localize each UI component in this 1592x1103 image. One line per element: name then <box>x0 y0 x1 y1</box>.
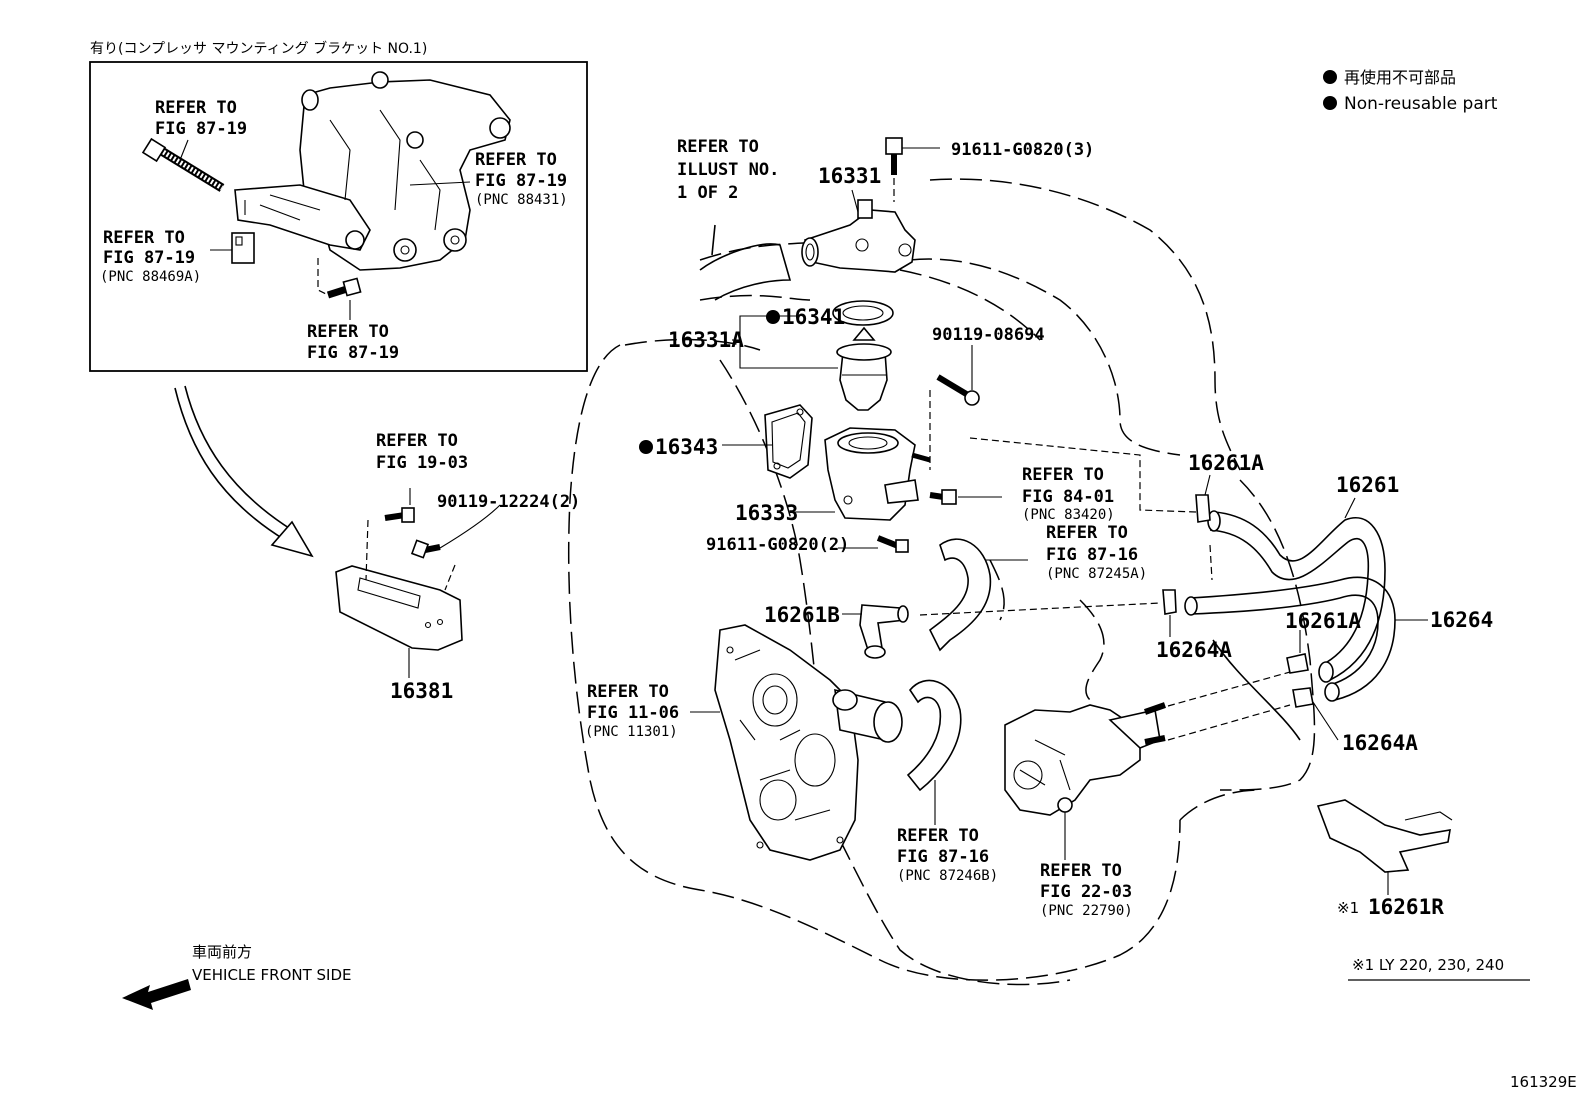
inset-refer-spacer-1: REFER TO <box>103 228 185 248</box>
refer-illust-2: ILLUST NO. <box>677 160 779 180</box>
refer-22-03-2: FIG 22-03 <box>1040 882 1132 902</box>
label-16264A-left: 16264A <box>1156 638 1232 662</box>
label-16261A-mid: 16261A <box>1285 609 1361 633</box>
refer-87-16b-1: REFER TO <box>897 826 979 846</box>
label-16341: 16341 <box>782 305 845 329</box>
vehicle-front-arrow <box>122 979 191 1010</box>
inset-pointer-arrow <box>174 385 314 558</box>
inset-refer-bracket-3: (PNC 88431) <box>475 192 568 208</box>
clamp-16261A-mid <box>1286 630 1309 674</box>
nonreusable-dot-16343 <box>639 440 653 454</box>
inset-refer-lower-2: FIG 87-19 <box>307 343 399 363</box>
inset-refer-lower-1: REFER TO <box>307 322 389 342</box>
label-90119-12224: 90119-12224(2) <box>437 492 580 512</box>
refer-illust-3: 1 OF 2 <box>677 183 738 203</box>
inset-refer-bolt-2: FIG 87-19 <box>155 119 247 139</box>
refer-84-01-3: (PNC 83420) <box>1022 507 1115 523</box>
refer-87-16b-3: (PNC 87246B) <box>897 868 998 884</box>
throttle-body <box>1004 702 1166 860</box>
refer-illust-1: REFER TO <box>677 137 759 157</box>
inset-caption: 有り(コンプレッサ マウンティング ブラケット NO.1) <box>90 40 427 57</box>
label-91611-2: 91611-G0820(2) <box>706 535 849 555</box>
inset-compressor-bracket <box>234 71 511 271</box>
inlet-hose-upper <box>699 224 792 301</box>
legend-dot-jp <box>1323 70 1337 84</box>
refer-22-03-3: (PNC 22790) <box>1040 903 1133 919</box>
throttle-hose-phantom <box>1167 671 1291 741</box>
footnote: ※1 LY 220, 230, 240 <box>1352 956 1504 974</box>
refer-87-16a-3: (PNC 87245A) <box>1046 566 1147 582</box>
label-90119-08694: 90119-08694 <box>932 325 1045 345</box>
refer-84-01-1: REFER TO <box>1022 465 1104 485</box>
label-16331: 16331 <box>818 164 881 188</box>
footnote-mark: ※1 <box>1337 899 1359 917</box>
label-16331A: 16331A <box>668 328 744 352</box>
bracket-16381 <box>335 565 463 678</box>
label-16264: 16264 <box>1430 608 1493 632</box>
refer-22-03-1: REFER TO <box>1040 861 1122 881</box>
refer-11-06-1: REFER TO <box>587 682 669 702</box>
refer-19-03-1: REFER TO <box>376 431 458 451</box>
label-16261A-top: 16261A <box>1188 451 1264 475</box>
inset-box: 有り(コンプレッサ マウンティング ブラケット NO.1) <box>89 40 588 372</box>
bolt-91611-3 <box>885 137 940 202</box>
inset-spacer <box>210 232 255 264</box>
label-16381: 16381 <box>390 679 453 703</box>
bolt-83420 <box>929 489 1002 505</box>
bracket-bolts <box>365 488 501 591</box>
hose-16264-trail <box>1212 639 1301 741</box>
label-16343: 16343 <box>655 435 718 459</box>
label-16261: 16261 <box>1336 473 1399 497</box>
inset-long-bolt <box>141 137 225 192</box>
refer-19-03-2: FIG 19-03 <box>376 453 468 473</box>
clamp-16261A-top <box>1195 474 1211 523</box>
hose-route-phantom <box>919 437 1213 616</box>
engine-outline <box>567 178 1316 986</box>
gasket-16341 <box>832 300 894 326</box>
refer-11-06-3: (PNC 11301) <box>585 724 678 740</box>
inset-refer-bracket-2: FIG 87-19 <box>475 171 567 191</box>
inset-refer-bracket-1: REFER TO <box>475 150 557 170</box>
refer-11-06-2: FIG 11-06 <box>587 703 679 723</box>
inset-lower-bolt <box>317 258 362 299</box>
hose-87245A <box>928 538 1028 652</box>
thermostat-housing-16333 <box>824 427 931 521</box>
elbow-16261B <box>842 604 909 659</box>
label-16261B: 16261B <box>764 603 840 627</box>
clamp-16264A-left <box>1162 589 1177 637</box>
label-91611-3: 91611-G0820(3) <box>951 140 1094 160</box>
bolt-90119-08694 <box>929 345 980 470</box>
water-pump-pipe <box>832 688 903 743</box>
label-16264A-right: 16264A <box>1342 731 1418 755</box>
bolt-91611-2 <box>838 535 909 553</box>
hose-87246B <box>906 679 962 825</box>
thermostat <box>836 326 892 411</box>
label-16333: 16333 <box>735 501 798 525</box>
legend-en: Non-reusable part <box>1344 94 1498 114</box>
water-pump-cover <box>690 624 859 861</box>
nonreusable-dot-16341 <box>766 310 780 324</box>
direction-en: VEHICLE FRONT SIDE <box>192 966 352 984</box>
hose-16264 <box>1184 576 1428 702</box>
bracket-16261R <box>1316 799 1453 895</box>
direction-jp: 車両前方 <box>192 943 252 961</box>
legend-jp: 再使用不可部品 <box>1344 68 1456 87</box>
clamp-16264A-right <box>1292 687 1339 741</box>
inset-refer-bolt-1: REFER TO <box>155 98 237 118</box>
refer-87-16a-1: REFER TO <box>1046 523 1128 543</box>
water-inlet-16331 <box>801 199 916 273</box>
figure-id: 161329E <box>1510 1073 1577 1091</box>
gasket-16343 <box>764 404 813 479</box>
refer-87-16b-2: FIG 87-16 <box>897 847 989 867</box>
inset-refer-spacer-2: FIG 87-19 <box>103 248 195 268</box>
label-16261R: 16261R <box>1368 895 1444 919</box>
refer-84-01-2: FIG 84-01 <box>1022 487 1114 507</box>
inset-refer-spacer-3: (PNC 88469A) <box>100 269 201 285</box>
legend-dot-en <box>1323 96 1337 110</box>
refer-87-16a-2: FIG 87-16 <box>1046 545 1138 565</box>
